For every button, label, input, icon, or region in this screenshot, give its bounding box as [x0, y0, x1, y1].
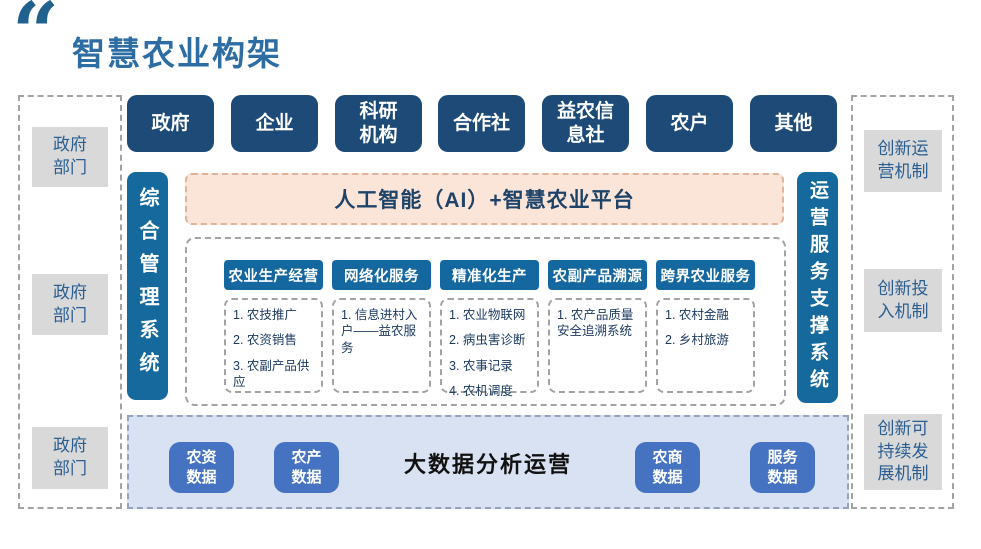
service-item: 4. 农机调度: [449, 383, 513, 398]
service-column-items: 1. 信息进村入户——益农服务: [332, 298, 431, 393]
service-column-header: 农副产品溯源: [548, 260, 647, 290]
stakeholder-box: 农户: [646, 95, 733, 152]
ai-platform-box: 人工智能（AI）+智慧农业平台: [185, 173, 784, 225]
service-column-header: 网络化服务: [332, 260, 431, 290]
service-item: 2. 病虫害诊断: [449, 333, 526, 348]
stakeholder-box: 企业: [231, 95, 318, 152]
innovation-mechanism-box: 创新可 持续发 展机制: [864, 414, 942, 490]
service-column-header: 跨界农业服务: [656, 260, 755, 290]
service-item: 2. 乡村旅游: [665, 333, 729, 348]
service-column: 农副产品溯源 1. 农产品质量安全追溯系统: [548, 239, 647, 404]
stakeholder-box: 其他: [750, 95, 837, 152]
innovation-mechanism-box: 创新投 入机制: [864, 269, 942, 332]
gov-dept-box: 政府 部门: [32, 127, 108, 187]
stakeholder-box: 合作社: [438, 95, 525, 152]
operation-support-bar: 运营服务支撑系统: [797, 172, 838, 403]
gov-dept-box: 政府 部门: [32, 427, 108, 489]
service-column-items: 1. 农业物联网 2. 病虫害诊断 3. 农事记录 4. 农机调度: [440, 298, 539, 398]
service-column-items: 1. 农村金融 2. 乡村旅游: [656, 298, 755, 393]
service-item: 1. 农产品质量安全追溯系统: [557, 308, 634, 339]
service-column: 农业生产经营 1. 农技推广 2. 农资销售 3. 农副产品供应: [224, 239, 323, 404]
service-item: 1. 农业物联网: [449, 308, 526, 322]
page-title: 智慧农业构架: [72, 35, 282, 72]
quote-icon: “: [12, 0, 60, 81]
innovation-mechanism-box: 创新运 营机制: [864, 130, 942, 192]
service-column-items: 1. 农技推广 2. 农资销售 3. 农副产品供应: [224, 298, 323, 393]
service-column: 网络化服务 1. 信息进村入户——益农服务: [332, 239, 431, 404]
gov-dept-box: 政府 部门: [32, 274, 108, 335]
bigdata-title: 大数据分析运营: [403, 452, 572, 477]
stakeholder-box: 益农信 息社: [542, 95, 629, 152]
services-container: 农业生产经营 1. 农技推广 2. 农资销售 3. 农副产品供应 网络化服务 1…: [185, 237, 786, 406]
service-item: 3. 农事记录: [449, 358, 513, 373]
service-column-header: 精准化生产: [440, 260, 539, 290]
data-box: 农资 数据: [169, 442, 234, 493]
data-box: 农商 数据: [635, 442, 700, 493]
service-item: 1. 农村金融: [665, 308, 729, 322]
data-box: 服务 数据: [750, 442, 815, 493]
right-panel: 创新运 营机制 创新投 入机制 创新可 持续发 展机制: [851, 95, 954, 509]
stakeholder-box: 科研 机构: [335, 95, 422, 152]
service-column: 精准化生产 1. 农业物联网 2. 病虫害诊断 3. 农事记录 4. 农机调度: [440, 239, 539, 404]
service-column-items: 1. 农产品质量安全追溯系统: [548, 298, 647, 393]
data-box: 农产 数据: [274, 442, 339, 493]
service-item: 2. 农资销售: [233, 333, 297, 348]
management-system-bar: 综合管理系统: [127, 172, 168, 400]
service-item: 3. 农副产品供应: [233, 358, 310, 389]
stakeholder-box: 政府: [127, 95, 214, 152]
service-item: 1. 信息进村入户——益农服务: [341, 308, 418, 355]
service-item: 1. 农技推广: [233, 308, 297, 322]
left-panel: 政府 部门 政府 部门 政府 部门: [18, 95, 122, 509]
service-column-header: 农业生产经营: [224, 260, 323, 290]
service-column: 跨界农业服务 1. 农村金融 2. 乡村旅游: [656, 239, 755, 404]
bigdata-box: 大数据分析运营 农资 数据 农产 数据 农商 数据 服务 数据: [127, 415, 849, 509]
